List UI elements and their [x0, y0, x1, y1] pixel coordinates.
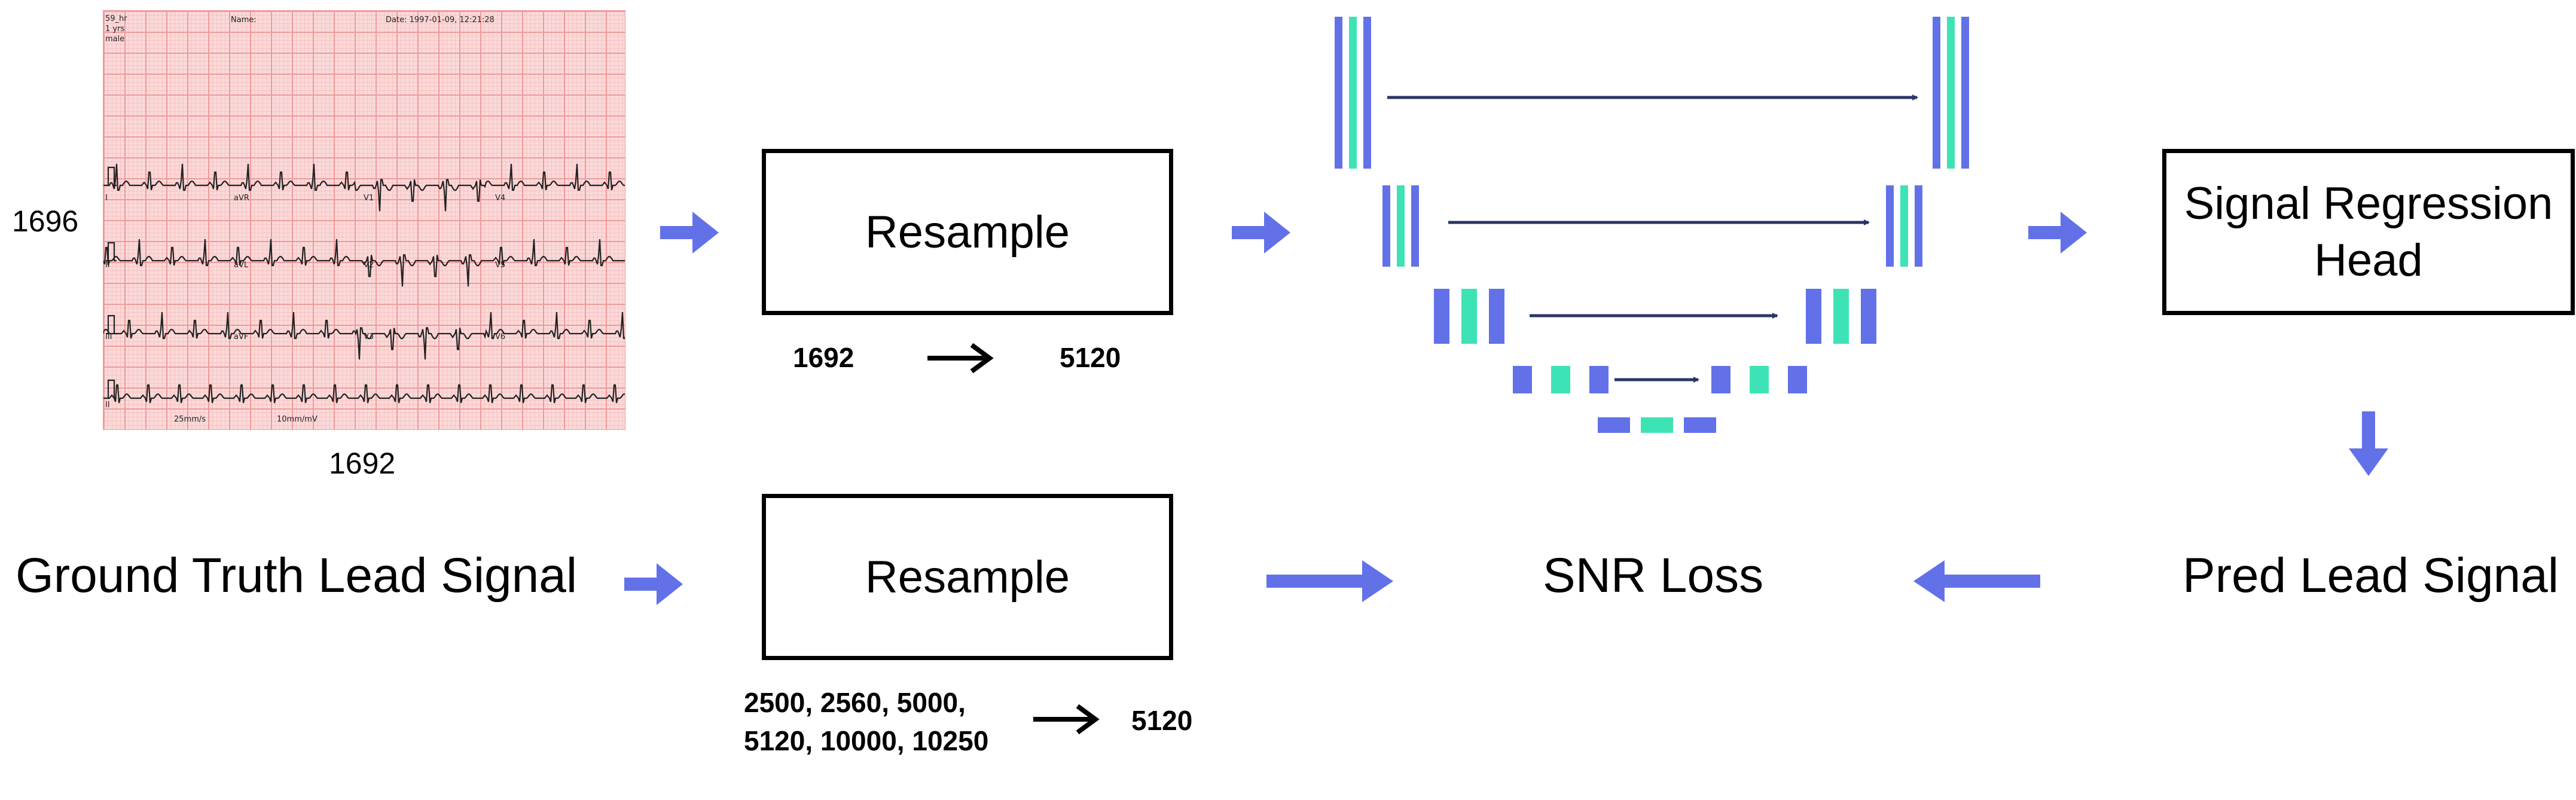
arrow-shape: [1266, 560, 1393, 602]
ecg-calibration-pulse: [106, 166, 117, 187]
feature-map-bar: [1900, 185, 1908, 267]
ecg-sex: male: [105, 35, 125, 44]
feature-map-bar: [1513, 366, 1532, 393]
ecg-record-id: 59_hr: [105, 14, 127, 23]
feature-map-bar: [1915, 185, 1922, 267]
feature-map-bar: [1589, 366, 1609, 393]
feature-map-bar: [1641, 417, 1673, 433]
ecg-name-label: Name:: [231, 16, 257, 25]
arrow-shape: [624, 563, 683, 605]
feature-map-bar: [1933, 17, 1940, 169]
feature-map-bar: [1806, 289, 1821, 344]
arrow-groundtruth-to-resample: [624, 563, 683, 605]
feature-map-bar: [1598, 417, 1630, 433]
unet-level-2-decoder: [1886, 185, 1922, 267]
feature-map-bar: [1434, 289, 1449, 344]
arrow-ecg-to-resample: [660, 212, 719, 254]
ecg-traces: [103, 163, 625, 404]
unet-level-2-encoder: [1382, 185, 1419, 267]
feature-map-bar: [1711, 366, 1730, 393]
arrow-resample-to-unet: [1232, 212, 1290, 254]
feature-map-bar: [1961, 17, 1969, 169]
ground-truth-label: Ground Truth Lead Signal: [16, 548, 578, 603]
ecg-calibration-pulse: [106, 379, 117, 399]
feature-map-bar: [1461, 289, 1477, 344]
feature-map-bar: [1833, 289, 1849, 344]
ecg-lead-label: II: [105, 261, 110, 270]
unet-level-3-encoder: [1434, 289, 1504, 344]
arrow-head: [1076, 704, 1100, 734]
arrow-shape: [1232, 212, 1290, 254]
ecg-image: 59_hr 1 yrs male Name: Date: 1997-01-09,…: [103, 10, 625, 430]
ecg-lead-label: aVF: [234, 332, 249, 341]
unet-bottleneck: [1598, 417, 1716, 433]
pred-lead-signal-label: Pred Lead Signal: [2183, 548, 2559, 603]
feature-map-bar: [1489, 289, 1504, 344]
arrow-shape: [1913, 560, 2040, 602]
ecg-lead-trace: [103, 384, 625, 404]
resample-top-to: 5120: [1060, 342, 1121, 373]
feature-map-bar: [1886, 185, 1894, 267]
arrow-shape: [2349, 411, 2388, 476]
resample-top-title: Resample: [865, 206, 1070, 258]
resample-top-box: Resample: [762, 149, 1173, 315]
feature-map-bar: [1335, 17, 1342, 169]
arrow-head: [970, 343, 994, 373]
feature-map-bar: [1551, 366, 1570, 393]
ecg-lead-trace: [103, 239, 625, 287]
ecg-lead-label: V4: [495, 194, 506, 203]
arrow-head-to-pred: [2349, 411, 2388, 476]
ecg-lead-trace: [103, 163, 625, 212]
feature-map-bar: [1750, 366, 1769, 393]
ecg-calibration-pulse: [106, 242, 117, 262]
ecg-height-label: 1696: [12, 204, 79, 238]
unet-level-4-decoder: [1711, 366, 1807, 393]
signal-regression-head-title: Signal Regression Head: [2184, 178, 2553, 286]
resample-bottom-arrow: [1033, 704, 1100, 734]
ecg-lead-label: aVL: [234, 261, 249, 270]
feature-map-bar: [1788, 366, 1807, 393]
ecg-paper-speed: 25mm/s: [174, 415, 206, 424]
unet-level-3-decoder: [1806, 289, 1876, 344]
ecg-lead-label: aVR: [234, 194, 249, 203]
ecg-lead-label: V1: [364, 194, 374, 203]
ecg-lead-trace: [103, 312, 625, 360]
ecg-width-label: 1692: [329, 447, 396, 480]
arrow-shape: [2028, 212, 2087, 254]
resample-bottom-from-line1: 2500, 2560, 5000,: [744, 687, 966, 718]
signal-regression-head-box: Signal Regression Head: [2162, 149, 2575, 315]
ecg-gain: 10mm/mV: [277, 415, 318, 424]
snr-loss-label: SNR Loss: [1543, 548, 1764, 603]
feature-map-bar: [1861, 289, 1876, 344]
ecg-lead-label: II: [105, 401, 110, 410]
resample-top-arrow: [927, 343, 994, 373]
resample-top-from: 1692: [793, 342, 854, 373]
resample-bottom-from-line2: 5120, 10000, 10250: [744, 725, 989, 756]
unet-diagram: [1335, 17, 1969, 433]
arrow-resample-to-loss: [1266, 560, 1393, 602]
ecg-lead-label: III: [105, 332, 112, 341]
ecg-lead-label: I: [105, 194, 108, 203]
feature-map-bar: [1382, 185, 1390, 267]
feature-map-bar: [1363, 17, 1371, 169]
feature-map-bar: [1947, 17, 1955, 169]
unet-level-1-decoder: [1933, 17, 1969, 169]
feature-map-bar: [1397, 185, 1405, 267]
resample-bottom-box: Resample: [762, 494, 1173, 660]
feature-map-bar: [1684, 417, 1716, 433]
arrow-pred-to-loss: [1913, 560, 2040, 602]
resample-bottom-to: 5120: [1131, 705, 1193, 736]
ecg-age: 1 yrs: [105, 25, 125, 33]
ecg-date: Date: 1997-01-09, 12:21:28: [386, 16, 495, 25]
unet-level-4-encoder: [1513, 366, 1609, 393]
feature-map-bar: [1349, 17, 1357, 169]
ecg-lead-label: V6: [495, 332, 506, 341]
arrow-shape: [660, 212, 719, 254]
arrow-unet-to-head: [2028, 212, 2087, 254]
ecg-calibration-pulse: [106, 314, 117, 335]
unet-level-1-encoder: [1335, 17, 1371, 169]
resample-bottom-title: Resample: [865, 551, 1070, 603]
feature-map-bar: [1411, 185, 1419, 267]
